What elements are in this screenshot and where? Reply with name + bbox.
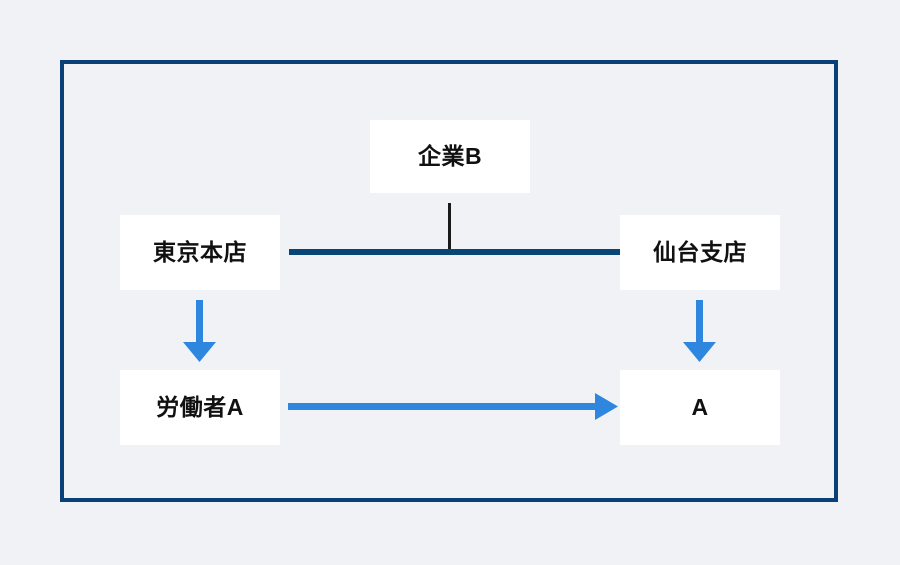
- node-tokyo-head-office[interactable]: 東京本店: [120, 215, 280, 290]
- connector-company-b-stem: [448, 203, 451, 249]
- node-a[interactable]: A: [620, 370, 780, 445]
- node-sendai-branch-label: 仙台支店: [653, 239, 747, 265]
- node-tokyo-head-office-label: 東京本店: [153, 239, 247, 265]
- diagram-outer-frame: [60, 60, 838, 502]
- node-worker-a-label: 労働者A: [156, 394, 244, 420]
- node-company-b[interactable]: 企業B: [370, 120, 530, 193]
- node-sendai-branch[interactable]: 仙台支店: [620, 215, 780, 290]
- connector-tokyo-sendai-line: [289, 249, 621, 255]
- node-worker-a[interactable]: 労働者A: [120, 370, 280, 445]
- node-company-b-label: 企業B: [417, 143, 483, 169]
- node-a-label: A: [691, 394, 709, 420]
